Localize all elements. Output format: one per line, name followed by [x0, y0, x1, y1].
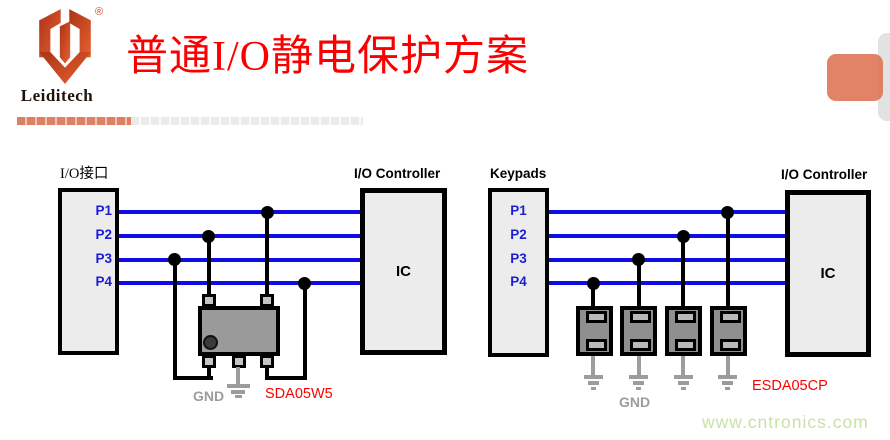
left-io-box	[58, 188, 119, 355]
right-wire-p2-vertical	[681, 234, 685, 306]
diode-pad	[719, 339, 741, 351]
right-wire-p3-vertical	[636, 257, 641, 306]
brand-name: Leiditech	[20, 86, 94, 105]
ground-icon	[680, 387, 686, 390]
esda05cp-package	[665, 306, 702, 356]
right-wire-p1-vertical	[725, 210, 730, 306]
left-ic-label: IC	[396, 263, 411, 280]
registered-trademark-icon: ®	[95, 6, 104, 18]
right-line-p1	[549, 210, 785, 214]
ground-icon	[725, 356, 730, 375]
left-wire-p4-vertical	[302, 281, 307, 380]
sot-pad-top-right	[259, 294, 274, 307]
ground-icon	[636, 356, 641, 375]
left-port-p3: P3	[95, 250, 112, 266]
right-line-p3	[549, 257, 785, 262]
right-port-p3: P3	[510, 250, 527, 266]
ground-icon	[725, 387, 730, 390]
sot-pad-top-left	[202, 294, 216, 307]
right-ic-box: IC	[785, 190, 871, 357]
diode-pad	[630, 311, 651, 323]
left-ic-box: IC	[360, 188, 447, 355]
page-title: 普通I/O静电保护方案	[126, 34, 529, 80]
ground-icon	[590, 387, 596, 390]
ground-icon	[673, 374, 693, 379]
ground-icon	[722, 381, 733, 385]
right-keypads-box	[488, 188, 549, 357]
left-source-label: I/O接口	[60, 166, 109, 182]
left-line-p3	[119, 257, 360, 262]
junction-dot	[721, 205, 734, 219]
sot-pad-bottom-left	[202, 355, 216, 368]
esda05cp-package	[620, 306, 657, 356]
diode-pad	[630, 339, 651, 351]
junction-dot	[202, 229, 216, 243]
left-part-label: SDA05W5	[265, 386, 333, 402]
ground-icon	[236, 367, 241, 384]
junction-dot	[632, 253, 645, 266]
right-gnd-label: GND	[619, 394, 651, 410]
left-line-p4	[119, 281, 360, 285]
right-port-p1: P1	[510, 203, 527, 218]
left-wire-p1-vertical	[265, 210, 269, 296]
corner-decor-salmon	[827, 54, 883, 101]
ground-icon	[591, 356, 595, 375]
leiditech-logo-icon	[39, 9, 91, 84]
right-port-p2: P2	[510, 227, 527, 242]
diode-pad	[719, 311, 741, 323]
ground-icon	[633, 381, 644, 385]
left-wire-p3-vertical	[173, 258, 177, 380]
ground-icon	[681, 356, 685, 375]
diode-pad	[675, 339, 696, 351]
decor-bar-gray	[131, 117, 363, 125]
left-line-p1	[119, 210, 360, 214]
right-line-p4	[549, 281, 785, 285]
esda05cp-package	[575, 306, 613, 356]
right-controller-label: I/O Controller	[781, 167, 868, 182]
decor-bar-accent	[17, 117, 131, 125]
left-wire-p4-horizontal	[264, 376, 307, 380]
diode-pad	[585, 339, 607, 351]
right-ic-label: IC	[820, 265, 836, 282]
left-gnd-label: GND	[193, 388, 225, 404]
esda05cp-package	[709, 306, 747, 356]
ground-icon	[636, 387, 641, 390]
right-wire-p4-vertical	[591, 281, 595, 306]
corner-decor-gray	[878, 33, 890, 121]
pin1-marker-icon	[203, 335, 218, 350]
sot-pad-bottom-middle	[231, 355, 246, 368]
ground-icon	[587, 381, 599, 385]
diode-pad	[675, 311, 696, 323]
ground-icon	[583, 374, 603, 379]
ground-icon	[226, 383, 250, 388]
right-line-p2	[549, 234, 785, 238]
right-source-label: Keypads	[490, 166, 547, 181]
ground-icon	[234, 395, 242, 398]
diode-pad	[585, 311, 607, 323]
right-part-label: ESDA05CP	[752, 378, 828, 394]
left-line-p2	[119, 234, 360, 238]
junction-dot	[298, 276, 311, 290]
sot-pad-bottom-right	[259, 355, 274, 368]
left-port-p2: P2	[95, 227, 112, 242]
left-controller-label: I/O Controller	[354, 166, 441, 181]
left-port-p4: P4	[95, 274, 112, 289]
left-port-p1: P1	[95, 203, 112, 218]
ground-icon	[629, 374, 648, 379]
left-wire-stem-bl	[206, 365, 211, 378]
left-wire-p3-horizontal	[173, 376, 213, 380]
ground-icon	[718, 374, 737, 379]
junction-dot	[260, 205, 274, 219]
junction-dot	[586, 276, 600, 290]
left-wire-p2-vertical	[206, 234, 211, 296]
sda05w5-package	[198, 306, 280, 356]
ground-icon	[231, 389, 245, 394]
watermark: www.cntronics.com	[702, 412, 869, 432]
left-wire-stem-br	[264, 365, 269, 378]
junction-dot	[676, 229, 690, 243]
ground-icon	[677, 381, 689, 385]
right-port-p4: P4	[510, 274, 527, 289]
junction-dot	[168, 253, 182, 266]
